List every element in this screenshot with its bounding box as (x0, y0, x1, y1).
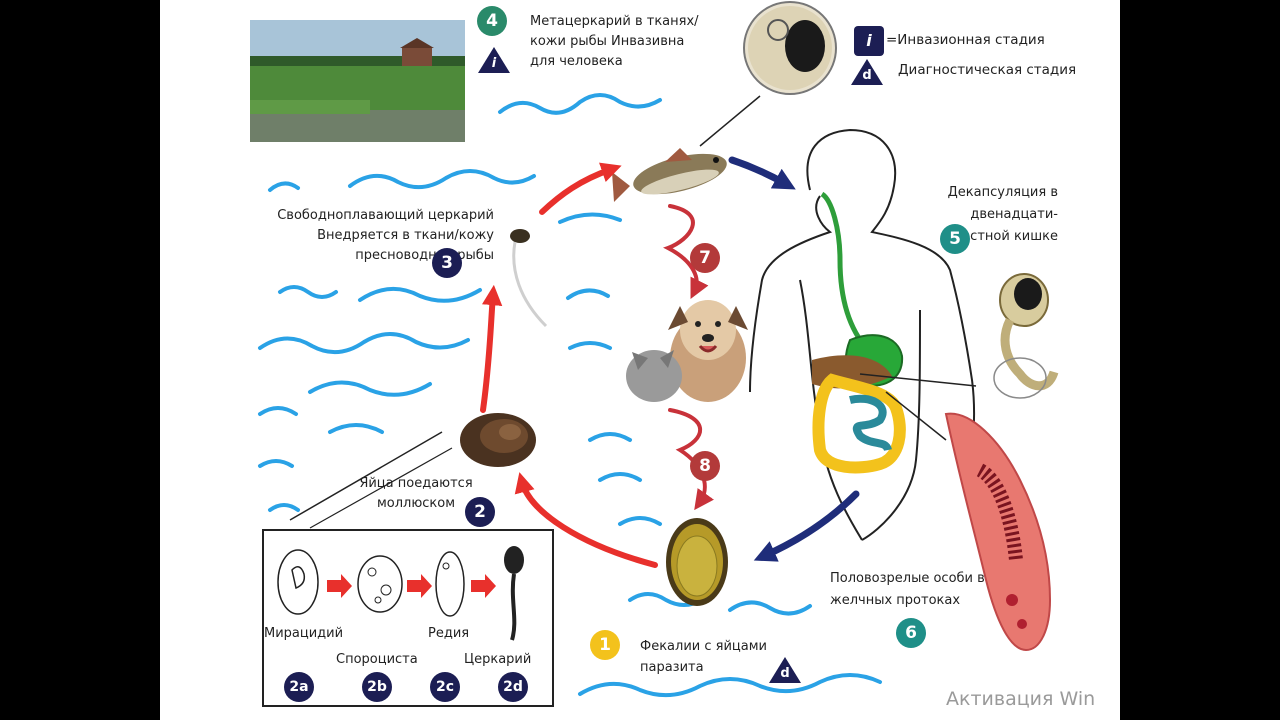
snail-illustration (289, 413, 536, 529)
human-arrows (728, 156, 860, 562)
legend-diagnostic-text: Диагностическая стадия (898, 62, 1077, 78)
legend-diagnostic-symbol: d (850, 58, 884, 86)
legend-diagnostic-letter: d (862, 68, 872, 83)
transmission-arrows (663, 204, 714, 511)
stage-3-badge: 3 (432, 248, 462, 278)
larval-stage-arrows (327, 574, 496, 598)
human-body-illustration (749, 128, 976, 541)
triangle-icon (478, 47, 510, 73)
sub-stage-2c-label: Редия (428, 626, 470, 641)
stage-5-badge: 5 (940, 224, 970, 254)
sub-stage-2d-badge: 2d (498, 672, 528, 702)
egg-illustration (666, 518, 728, 606)
water-waves (258, 93, 882, 698)
stage-5-label: Декапсуляция в двенадцати-перстной кишке (945, 185, 1058, 244)
windows-activation-watermark: Активация Win (946, 688, 1096, 710)
diagram-panel: i =Инвазионная стадия d Диагностическая … (160, 0, 1120, 720)
triangle-icon (769, 657, 801, 683)
excysted-metacercaria (993, 273, 1059, 399)
sub-stage-2c-badge: 2c (430, 672, 460, 702)
sub-stage-2b-label: Спороциста (336, 652, 418, 667)
metacercaria-micrograph (699, 1, 837, 147)
stage-2-badge: 2 (465, 497, 495, 527)
digestive-system (812, 191, 977, 474)
cercaria-illustration (510, 229, 548, 328)
triangle-icon (851, 59, 883, 85)
life-cycle-diagram (250, 1, 1059, 707)
stage-4-invasive-marker: i (477, 46, 511, 74)
fish-illustration (612, 148, 727, 202)
legend-invasive-symbol: i (854, 26, 884, 56)
stage-4-badge: 4 (477, 6, 507, 36)
stage-1-label: Фекалии с яйцами паразита (640, 639, 767, 675)
stage-1-diagnostic-marker: d (768, 656, 802, 684)
sub-stage-2d-label: Церкарий (464, 652, 532, 667)
stage-4-label: Метацеркарий в тканях/кожи рыбы Инвазивн… (530, 14, 699, 69)
dog-and-cat (626, 300, 748, 402)
stage-4-invasive-letter: i (491, 56, 497, 71)
stage-6-label: Половозрелые особи в желчных протоках (830, 571, 985, 608)
stage-1-badge: 1 (590, 630, 620, 660)
stage-7-badge: 7 (690, 243, 720, 273)
sub-stage-2a-badge: 2a (284, 672, 314, 702)
cycle-arrows (480, 162, 658, 568)
stage-1-diagnostic-letter: d (780, 666, 790, 681)
legend-invasive-text: =Инвазионная стадия (886, 32, 1045, 48)
stage-2-label: Яйца поедаются моллюском (359, 476, 473, 511)
stage-8-badge: 8 (690, 451, 720, 481)
stage-6-badge: 6 (896, 618, 926, 648)
sub-stage-2a-label: Мирацидий (264, 626, 344, 641)
landscape-photo (250, 20, 465, 142)
adult-fluke (944, 412, 1052, 652)
sub-stage-2b-badge: 2b (362, 672, 392, 702)
